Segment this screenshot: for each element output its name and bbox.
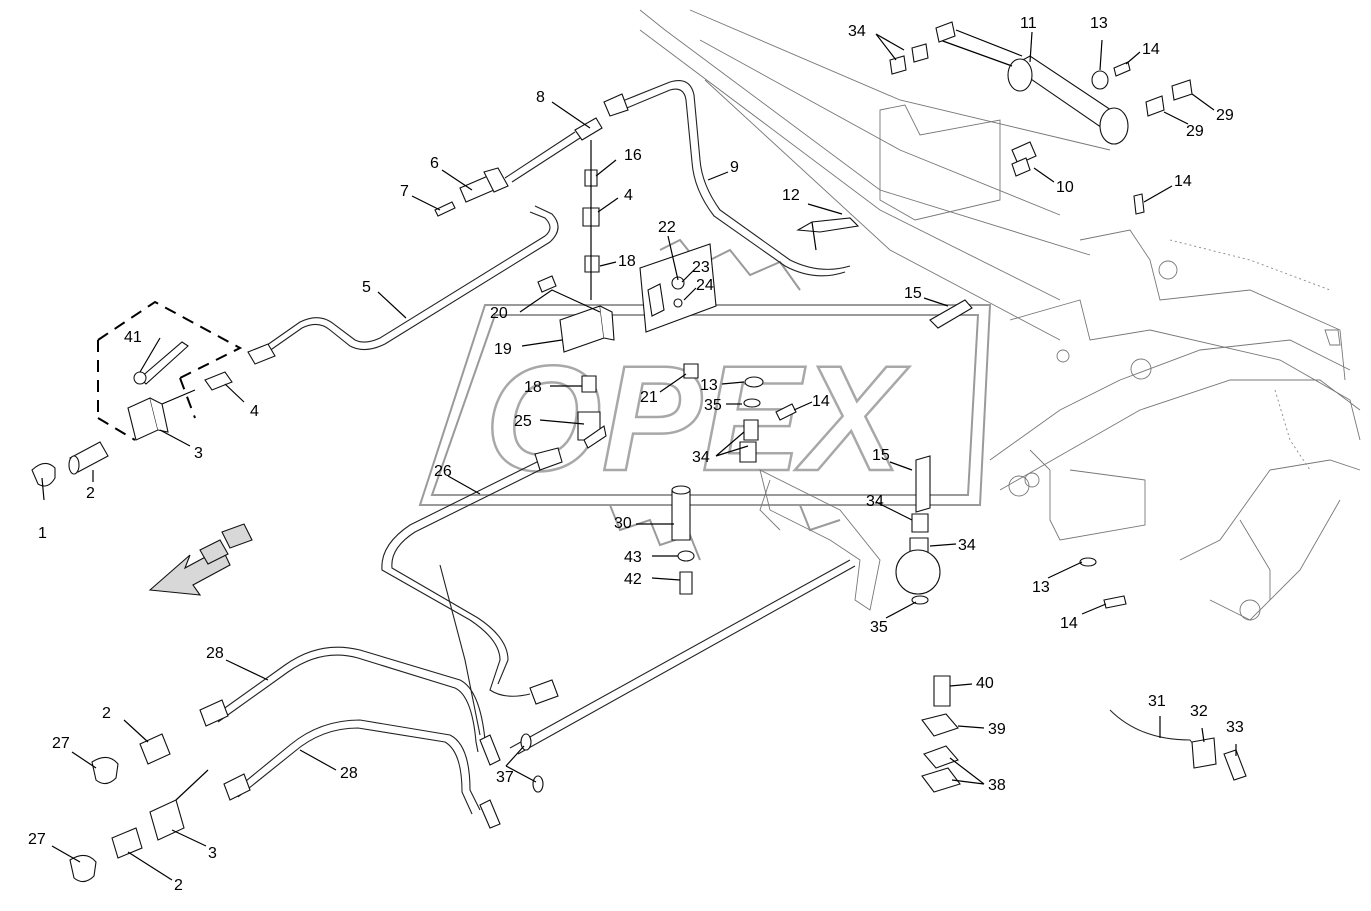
part-label: 15 (872, 447, 890, 464)
part-label: 27 (52, 735, 70, 752)
part-label: 13 (700, 377, 718, 394)
part-label: 34 (692, 449, 710, 466)
part-label: 15 (904, 285, 922, 302)
part-number-labels: 1 2 3 4 41 5 6 7 8 16 4 9 22 23 24 18 20… (28, 15, 1244, 894)
part-label: 10 (1056, 179, 1074, 196)
part-label: 18 (618, 253, 636, 270)
part-label: 43 (624, 549, 642, 566)
hydraulic-lines (214, 80, 856, 815)
part-label: 28 (206, 645, 224, 662)
part-label: 29 (1186, 123, 1204, 140)
part-label: 9 (730, 159, 739, 176)
part-label: 18 (524, 379, 542, 396)
part-label: 24 (696, 277, 714, 294)
part-label: 34 (958, 537, 976, 554)
part-label: 1 (38, 525, 47, 542)
part-label: 32 (1190, 703, 1208, 720)
part-label: 25 (514, 413, 532, 430)
part-label: 34 (866, 493, 884, 510)
part-label: 7 (400, 183, 409, 200)
hardware-parts (31, 21, 1247, 883)
part-label: 2 (174, 877, 183, 894)
part-label: 5 (362, 279, 371, 296)
part-label: 4 (624, 187, 633, 204)
part-label: 16 (624, 147, 642, 164)
part-label: 35 (704, 397, 722, 414)
part-label: 38 (988, 777, 1006, 794)
part-label: 6 (430, 155, 439, 172)
part-label: 20 (490, 305, 508, 322)
part-label: 23 (692, 259, 710, 276)
part-label: 26 (434, 463, 452, 480)
leader-lines (41, 31, 1237, 881)
part-label: 30 (614, 515, 632, 532)
part-label: 28 (340, 765, 358, 782)
part-label: 39 (988, 721, 1006, 738)
part-label: 40 (976, 675, 994, 692)
part-label: 14 (1174, 173, 1192, 190)
part-label: 3 (194, 445, 203, 462)
part-label: 33 (1226, 719, 1244, 736)
part-label: 12 (782, 187, 800, 204)
part-label: 31 (1148, 693, 1166, 710)
part-label: 2 (86, 485, 95, 502)
part-label: 13 (1090, 15, 1108, 32)
part-label: 13 (1032, 579, 1050, 596)
watermark-text: OPEX (485, 334, 910, 502)
machine-frame-outline (639, 9, 1361, 621)
watermark: OPEX (418, 238, 992, 561)
part-label: 19 (494, 341, 512, 358)
part-label: 14 (812, 393, 830, 410)
part-label: 41 (124, 329, 142, 346)
part-label: 27 (28, 831, 46, 848)
part-label: 42 (624, 571, 642, 588)
part-label: 37 (496, 769, 514, 786)
detail-box-outline (97, 300, 243, 441)
part-label: 14 (1060, 615, 1078, 632)
part-label: 14 (1142, 41, 1160, 58)
part-label: 22 (658, 219, 676, 236)
part-label: 11 (1020, 15, 1037, 32)
part-label: 4 (250, 403, 259, 420)
part-label: 21 (640, 389, 658, 406)
part-label: 29 (1216, 107, 1234, 124)
part-label: 8 (536, 89, 545, 106)
part-label: 3 (208, 845, 217, 862)
part-label: 35 (870, 619, 888, 636)
part-label: 2 (102, 705, 111, 722)
part-label: 34 (848, 23, 866, 40)
